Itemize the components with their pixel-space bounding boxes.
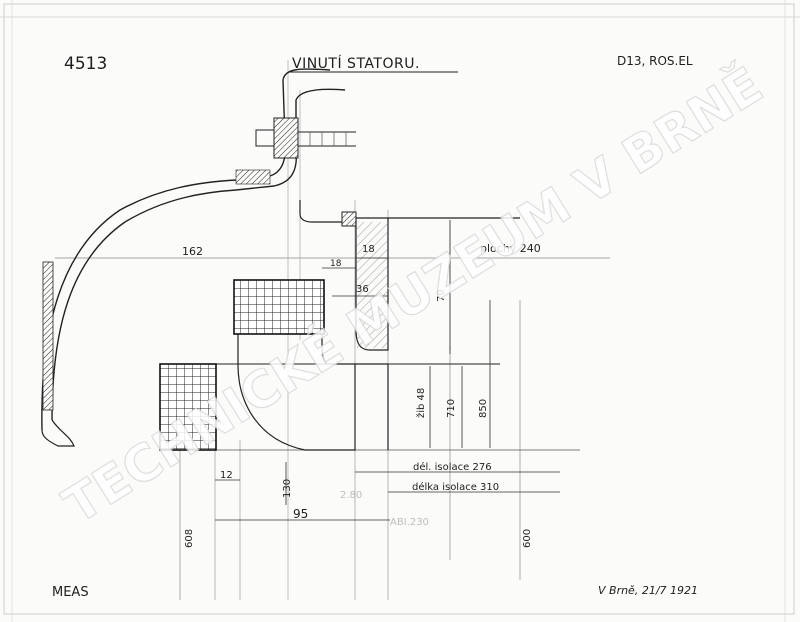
- dimension-lines: [215, 220, 560, 521]
- author-initials: MEAS: [52, 585, 89, 600]
- drawing-title: VINUTÍ STATORU.: [292, 55, 420, 72]
- dim-36: 36: [356, 284, 369, 295]
- dim-18-b: 18: [362, 244, 375, 255]
- dim-710: 710: [446, 399, 457, 418]
- faded-note-1: 2.80: [340, 490, 362, 501]
- dim-12: 12: [220, 470, 233, 481]
- dim-18-a: 18: [330, 259, 342, 269]
- dim-70: 70: [436, 289, 447, 302]
- dim-plochy: plochy 240: [480, 242, 541, 255]
- dim-95: 95: [293, 507, 308, 521]
- coil-lower: [159, 363, 217, 451]
- stator-yoke: [41, 68, 346, 447]
- dim-zib: žib 48: [415, 388, 427, 418]
- reference-code: D13, ROS.EL: [617, 54, 693, 68]
- sheet-border: [3, 3, 795, 615]
- isolation-length-2: délka isolace 310: [412, 481, 499, 493]
- dim-600: 600: [522, 529, 533, 548]
- isolation-length-1: dél. isolace 276: [413, 461, 492, 473]
- faded-note-2: ABI.230: [390, 517, 429, 528]
- dim-608: 608: [184, 529, 195, 548]
- dim-162: 162: [182, 245, 203, 258]
- dim-130: 130: [282, 479, 293, 498]
- stator-core: [215, 200, 520, 451]
- date-signature: V Brně, 21/7 1921: [598, 584, 698, 597]
- drawing-number: 4513: [64, 54, 107, 74]
- bolt: [255, 117, 356, 159]
- dim-850: 850: [478, 399, 489, 418]
- coil-upper: [233, 279, 325, 335]
